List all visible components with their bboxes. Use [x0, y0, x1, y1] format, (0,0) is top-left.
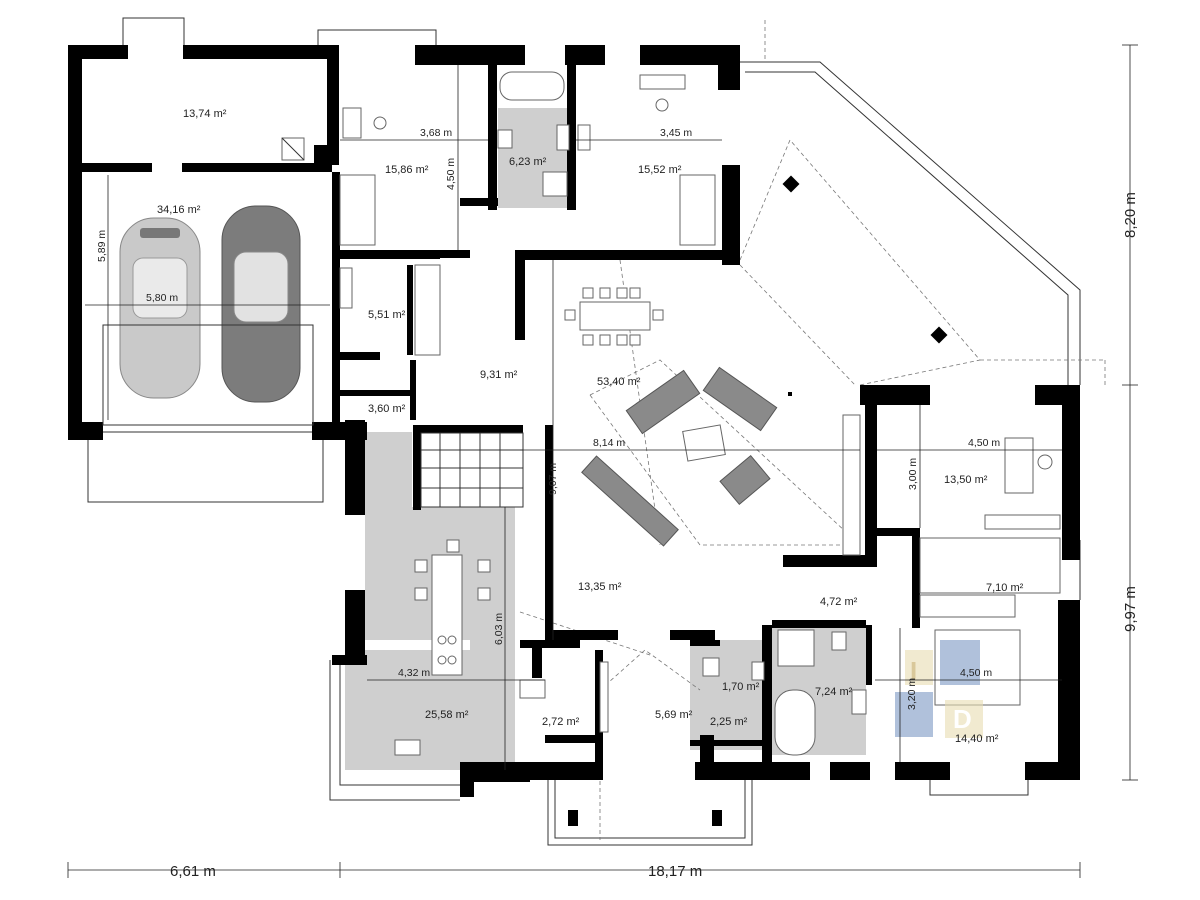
id-logo: I D — [895, 640, 983, 738]
overall-height-bottom: 9,97 m — [1122, 586, 1139, 632]
area-hall2: 13,35 m² — [578, 581, 622, 593]
area-living: 53,40 m² — [597, 376, 641, 388]
dim-label: 6,03 m — [493, 613, 505, 645]
area-entry: 5,69 m² — [655, 709, 693, 721]
area-wc: 1,70 m² — [722, 681, 760, 693]
overall-width-left: 6,61 m — [170, 863, 216, 880]
area-storage: 13,74 m² — [183, 108, 227, 120]
parking-outline — [102, 324, 314, 426]
area-utility: 5,51 m² — [368, 309, 406, 321]
area-bathroom1: 6,23 m² — [509, 156, 547, 168]
staircase — [420, 432, 524, 508]
dim-label: 3,00 m — [907, 458, 919, 490]
dim-label: 4,50 m — [968, 437, 1000, 449]
column-markers — [782, 175, 948, 344]
area-garage: 34,16 m² — [157, 204, 201, 216]
svg-text:I: I — [910, 656, 917, 686]
overall-width-total: 18,17 m — [648, 863, 702, 880]
overall-height-top: 8,20 m — [1122, 192, 1139, 238]
dim-label: 5,89 m — [96, 230, 108, 262]
walls — [68, 45, 1080, 826]
area-pantry: 2,72 m² — [542, 716, 580, 728]
car-left — [119, 217, 201, 399]
dim-label: 3,20 m — [906, 678, 918, 710]
dimension-labels: 3,68 m 4,50 m 3,45 m 5,89 m 5,80 m 8,14 … — [96, 127, 1000, 710]
dim-label: 4,50 m — [445, 158, 457, 190]
dim-label: 3,68 m — [420, 127, 452, 139]
dim-label: 5,80 m — [146, 292, 178, 304]
car-right — [221, 205, 301, 403]
area-wardrobe: 7,10 m² — [986, 582, 1024, 594]
area-hall1: 9,31 m² — [480, 369, 518, 381]
dim-label: 9,07 m — [547, 463, 559, 495]
dim-label: 4,32 m — [398, 667, 430, 679]
dimension-lines — [67, 44, 1138, 878]
area-labels: 13,74 m² 34,16 m² 15,86 m² 6,23 m² 15,52… — [157, 108, 1024, 745]
dim-label: 4,50 m — [960, 667, 992, 679]
area-bathroom2: 7,24 m² — [815, 686, 853, 698]
area-corridor: 4,72 m² — [820, 596, 858, 608]
furniture — [281, 71, 1061, 756]
terrace-outlines — [87, 17, 1081, 846]
area-vestibule1: 3,60 m² — [368, 403, 406, 415]
dim-label: 8,14 m — [593, 437, 625, 449]
area-master: 14,40 m² — [955, 733, 999, 745]
area-closet: 2,25 m² — [710, 716, 748, 728]
area-bedroom2: 15,52 m² — [638, 164, 682, 176]
overall-dimensions: 6,61 m 18,17 m 8,20 m 9,97 m — [170, 192, 1139, 880]
area-kitchen: 25,58 m² — [425, 709, 469, 721]
dim-label: 3,45 m — [660, 127, 692, 139]
svg-text:D: D — [953, 704, 972, 734]
area-office: 13,50 m² — [944, 474, 988, 486]
area-bedroom1: 15,86 m² — [385, 164, 429, 176]
